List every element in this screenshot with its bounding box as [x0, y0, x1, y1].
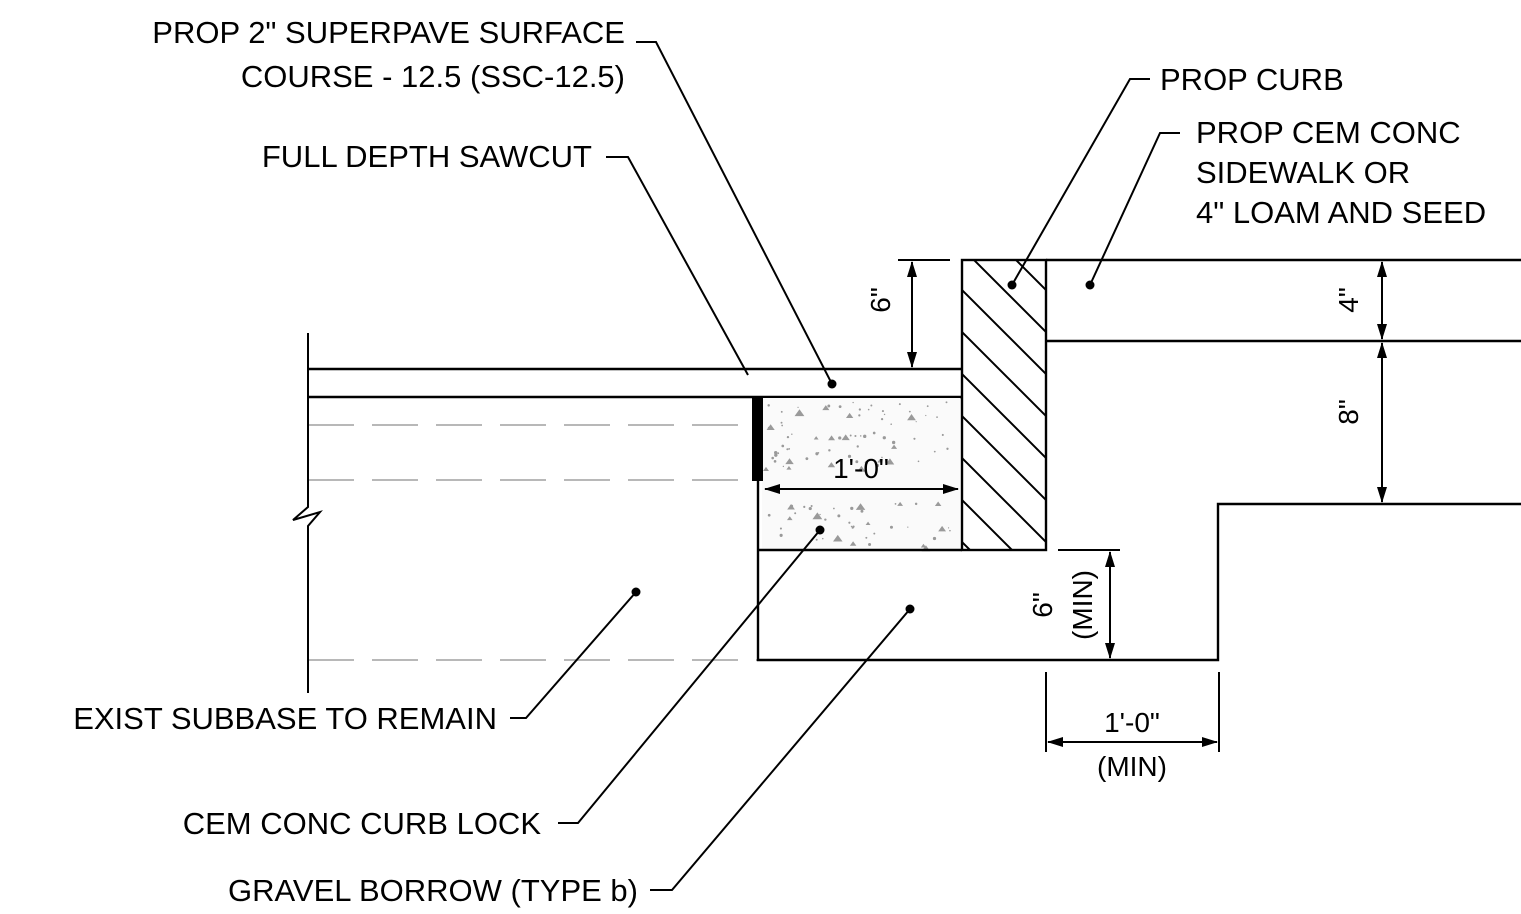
dim-gravel-depth: 6" (MIN)	[1027, 549, 1120, 661]
label-sawcut: FULL DEPTH SAWCUT	[262, 139, 592, 174]
dim-sidewalk-text: 4"	[1333, 287, 1364, 313]
dim-gravel-width-text: 1'-0"	[1104, 707, 1160, 738]
break-line	[292, 333, 323, 693]
dim-sidewalk-thickness: 4"	[1333, 261, 1387, 340]
callout-labels: PROP 2" SUPERPAVE SURFACE COURSE - 12.5 …	[73, 15, 1486, 908]
label-surface-course-2: COURSE - 12.5 (SSC-12.5)	[241, 59, 625, 94]
dim-base-text: 8"	[1333, 399, 1364, 425]
existing-layer-lines	[308, 424, 758, 661]
dim-gravel-width-note: (MIN)	[1097, 751, 1167, 782]
leader-lines	[510, 41, 1180, 891]
dim-gravel-depth-note: (MIN)	[1067, 570, 1098, 640]
dim-curb-lock-width: 1'-0"	[764, 453, 959, 494]
dim-curb-reveal: 6"	[865, 259, 950, 368]
sidewalk	[1046, 258, 1521, 343]
label-curb-lock: CEM CONC CURB LOCK	[183, 806, 542, 841]
dim-gravel-depth-text: 6"	[1027, 592, 1058, 618]
label-sidewalk-1: PROP CEM CONC	[1196, 115, 1461, 150]
sawcut-mark	[752, 397, 763, 481]
dim-curb-reveal-text: 6"	[865, 287, 896, 313]
label-surface-course-1: PROP 2" SUPERPAVE SURFACE	[152, 15, 625, 50]
label-sidewalk-3: 4" LOAM AND SEED	[1196, 195, 1486, 230]
gravel-borrow-outline	[756, 481, 1521, 662]
pavement-surface	[308, 367, 962, 399]
dim-sidewalk-base: 8"	[1333, 342, 1387, 503]
label-sidewalk-2: SIDEWALK OR	[1196, 155, 1410, 190]
label-curb: PROP CURB	[1160, 62, 1344, 97]
dim-gravel-width: 1'-0" (MIN)	[1045, 672, 1220, 782]
dim-curb-lock-text: 1'-0"	[833, 453, 889, 484]
curb	[960, 258, 1048, 552]
curb-lock-concrete	[758, 398, 962, 552]
label-gravel: GRAVEL BORROW (TYPE b)	[228, 873, 638, 908]
label-subbase: EXIST SUBBASE TO REMAIN	[73, 701, 497, 736]
